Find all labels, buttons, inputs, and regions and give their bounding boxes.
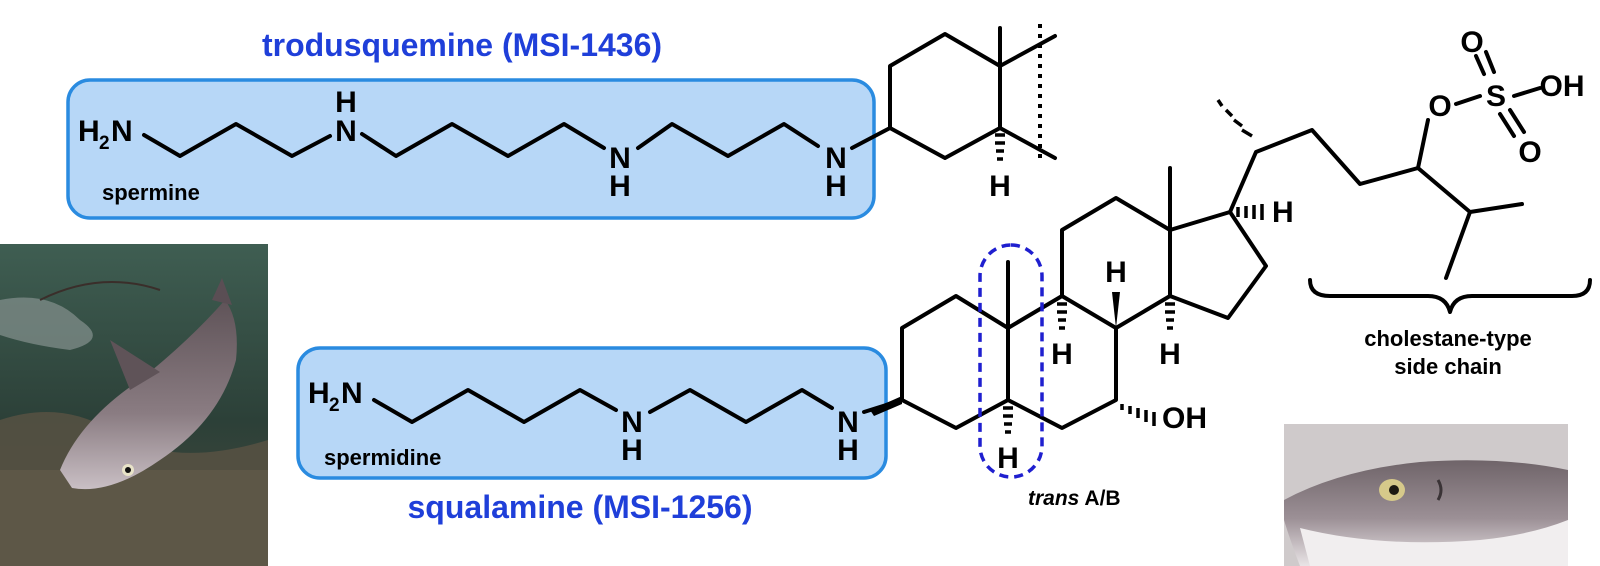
svg-text:O: O: [1518, 136, 1541, 169]
trans-ab-label: trans A/B: [1028, 487, 1121, 510]
trans-ab-highlight: [978, 243, 1044, 479]
squalamine-title: squalamine (MSI-1256): [408, 489, 753, 525]
svg-text:OH: OH: [1540, 70, 1585, 103]
svg-text:N: N: [621, 406, 643, 439]
svg-text:N: N: [335, 115, 357, 148]
svg-text:N: N: [825, 142, 847, 175]
svg-text:O: O: [1460, 26, 1483, 59]
trodusquemine-title: trodusquemine (MSI-1436): [262, 27, 662, 63]
svg-text:H: H: [1105, 256, 1127, 289]
spermidine-label: spermidine: [324, 445, 441, 470]
spermine-chain: [142, 122, 892, 158]
shark-underwater-photo: [0, 244, 268, 566]
svg-text:H: H: [308, 377, 330, 410]
nh-group-5: N H: [837, 406, 859, 467]
svg-text:H: H: [1051, 338, 1073, 371]
trodusquemine-partial-ring: H: [888, 24, 1057, 203]
svg-text:H: H: [609, 170, 631, 203]
svg-text:H: H: [825, 170, 847, 203]
side-chain-label-line1: cholestane-type: [1364, 326, 1532, 351]
steroid-core: H H H H OH: [870, 166, 1294, 475]
svg-text:O: O: [1428, 90, 1451, 123]
svg-text:H: H: [837, 434, 859, 467]
svg-text:H: H: [335, 86, 357, 119]
svg-text:N: N: [111, 115, 133, 148]
svg-text:H: H: [1272, 196, 1294, 229]
svg-text:S: S: [1486, 80, 1506, 113]
spermine-highlight-box: [66, 78, 876, 220]
svg-text:H: H: [1159, 338, 1181, 371]
h2n-group-spermine: H 2 N: [78, 115, 133, 154]
spermine-label: spermine: [102, 180, 200, 205]
nh-group-1: H N: [335, 86, 357, 148]
shark-head-photo: [1284, 424, 1568, 566]
svg-text:H: H: [997, 442, 1019, 475]
hydroxyl-7: OH: [1162, 402, 1207, 435]
nh-group-3: N H: [825, 142, 847, 203]
nh-group-4: N H: [621, 406, 643, 467]
h2n-group-spermidine: H 2 N: [308, 377, 363, 416]
svg-text:H: H: [989, 170, 1011, 203]
svg-text:H: H: [78, 115, 100, 148]
svg-text:N: N: [341, 377, 363, 410]
svg-text:2: 2: [329, 395, 340, 416]
side-chain-label-line2: side chain: [1394, 354, 1502, 379]
svg-text:N: N: [609, 142, 631, 175]
svg-text:H: H: [621, 434, 643, 467]
svg-text:N: N: [837, 406, 859, 439]
side-chain: O S OH O O: [1216, 26, 1592, 314]
spermidine-highlight-box: [296, 346, 888, 480]
svg-text:2: 2: [99, 133, 110, 154]
nh-group-2: N H: [609, 142, 631, 203]
